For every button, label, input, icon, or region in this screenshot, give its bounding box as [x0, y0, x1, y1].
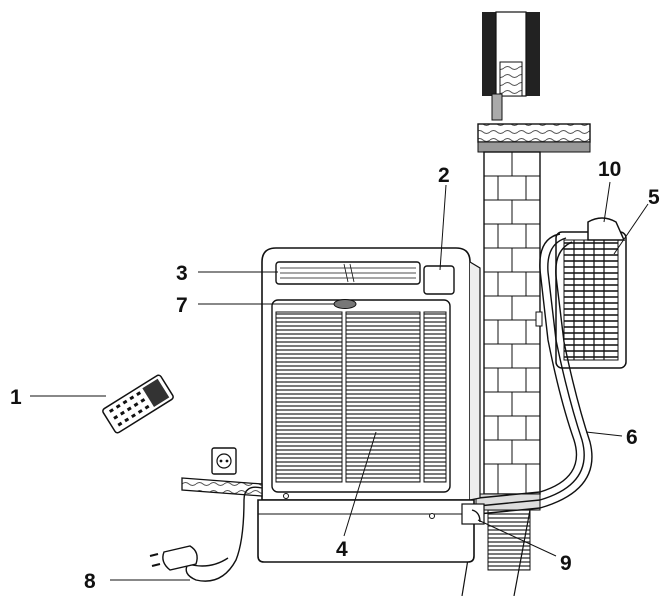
outdoor-unit-cap	[587, 217, 626, 241]
leader-4	[343, 431, 377, 537]
leader-10	[603, 181, 611, 223]
air-intake-grille-right	[345, 311, 421, 483]
air-intake-grille-left	[275, 311, 343, 483]
leader-6	[585, 431, 623, 437]
leader-2	[439, 184, 447, 271]
air-intake-grille-side	[423, 311, 447, 483]
callout-3: 3	[176, 262, 188, 285]
ceiling-beam-base	[477, 141, 591, 153]
remote-control	[102, 374, 174, 434]
brick-courses	[484, 152, 540, 494]
ceiling-beam	[477, 123, 591, 143]
callout-labels: 1 2 3 4 5 6 7 8 9 10	[10, 158, 660, 593]
wall-floor-slab	[475, 493, 541, 511]
callout-5: 5	[648, 186, 660, 209]
brick-wall	[461, 11, 591, 596]
callout-7: 7	[176, 294, 188, 317]
wall-lower	[487, 509, 531, 571]
wall-socket-face	[216, 453, 232, 469]
wall-bracket	[535, 311, 543, 327]
control-panel	[423, 265, 455, 295]
remote-control-buttons	[108, 391, 150, 427]
callout-4: 4	[336, 538, 348, 561]
callout-2: 2	[438, 164, 450, 187]
outdoor-unit-grille	[563, 239, 619, 361]
leader-9	[477, 519, 557, 557]
leader-5	[613, 203, 649, 255]
drain-outlet	[461, 503, 485, 525]
indoor-unit-base	[257, 499, 475, 563]
connecting-hoses	[477, 233, 593, 515]
wall-stud-right	[526, 12, 540, 96]
outdoor-unit-ribs	[573, 240, 605, 360]
wall-insulation	[499, 61, 523, 97]
callout-9: 9	[560, 552, 572, 575]
callout-6: 6	[626, 426, 638, 449]
callout-1: 1	[10, 386, 22, 409]
wall-stud-left	[482, 12, 496, 96]
indoor-unit-side	[469, 261, 481, 501]
wall-socket-area	[181, 447, 263, 497]
screw-left	[283, 493, 289, 499]
power-plug	[162, 545, 198, 571]
callout-8: 8	[84, 570, 96, 593]
callout-10: 10	[598, 158, 621, 181]
indoor-unit	[257, 247, 485, 563]
infrared-receiver	[333, 299, 357, 309]
wall-pipe	[491, 93, 503, 121]
air-outlet-slats	[280, 263, 416, 283]
floor-edge-right	[513, 509, 531, 596]
remote-control-display	[142, 378, 170, 407]
wall-shelf	[181, 477, 263, 497]
leader-lines	[30, 181, 649, 581]
outdoor-unit	[555, 217, 627, 369]
screw-right	[429, 513, 435, 519]
power-cord	[149, 486, 263, 582]
